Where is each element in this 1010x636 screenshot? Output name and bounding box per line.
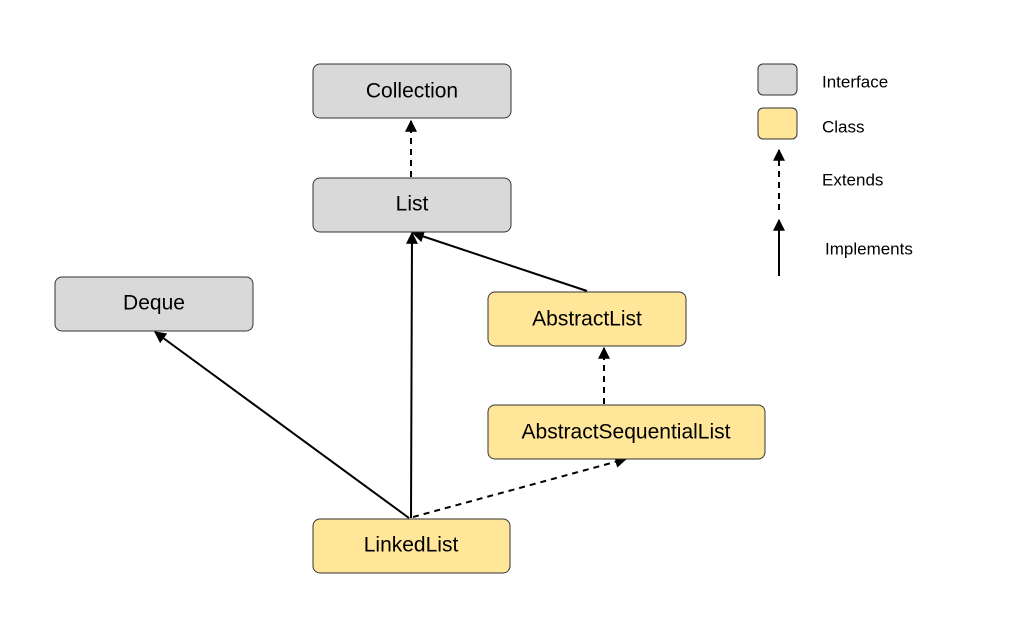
node-list-label: List xyxy=(396,193,429,216)
legend-interface-label: Interface xyxy=(822,72,888,91)
edge-linkedlist-implements-list xyxy=(405,231,418,519)
node-abstract-list: AbstractList xyxy=(487,291,687,347)
node-abstract-list-label: AbstractList xyxy=(532,308,642,331)
edge-linkedlist-implements-deque xyxy=(154,331,410,519)
legend-class-swatch xyxy=(757,107,798,140)
node-deque-label: Deque xyxy=(123,292,185,315)
node-deque: Deque xyxy=(54,276,254,332)
legend: Interface Class Extends Implements xyxy=(757,63,913,276)
node-list: List xyxy=(312,177,512,233)
edge-abstractlist-implements-list xyxy=(411,230,588,292)
node-collection-label: Collection xyxy=(366,80,458,103)
legend-class-label: Class xyxy=(822,117,865,136)
node-collection: Collection xyxy=(312,63,512,119)
legend-extends-label: Extends xyxy=(822,170,883,189)
legend-interface-swatch xyxy=(757,63,798,96)
node-abstract-sequential-list: AbstractSequentialList xyxy=(487,404,766,460)
edge-linkedlist-extends-abstractsequentiallist xyxy=(412,456,628,518)
node-linked-list-label: LinkedList xyxy=(364,534,459,557)
legend-implements-label: Implements xyxy=(825,239,913,258)
node-linked-list: LinkedList xyxy=(312,518,511,574)
node-abstract-sequential-list-label: AbstractSequentialList xyxy=(522,421,731,444)
